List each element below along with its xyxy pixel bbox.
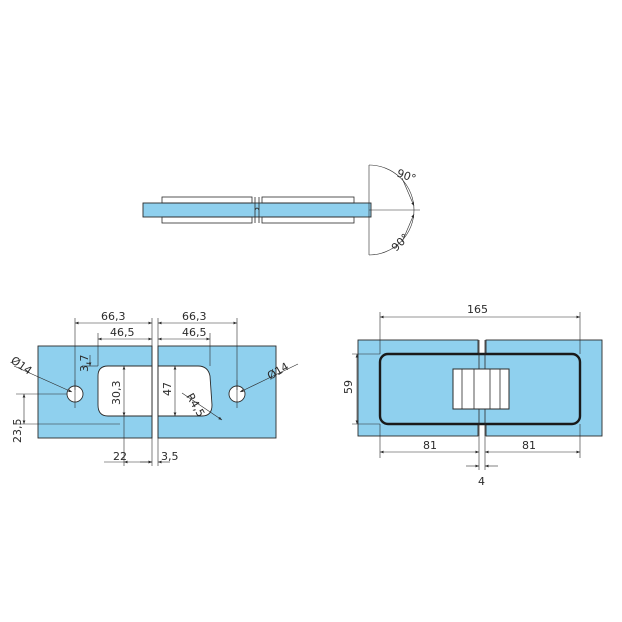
leader-radius [181, 392, 223, 421]
top-plate-left-lower [161, 216, 253, 224]
dim-overall-width: 165 [467, 303, 488, 316]
angle-upper-label: 90° [395, 167, 418, 186]
leader-hole-left [13, 365, 73, 393]
dim-offset-left: 46,5 [110, 326, 135, 339]
right-view: 165 59 81 81 4 [342, 303, 603, 488]
dim-hole-left: Ø14 [8, 354, 34, 378]
leader-hole-right [239, 363, 299, 393]
dim-width-left: 66,3 [101, 310, 126, 323]
dim-hole-height: 23,5 [11, 419, 24, 444]
dim-half-right: 81 [522, 439, 536, 452]
top-glass-panel [142, 202, 372, 218]
dim-bottom-offset: 22 [113, 450, 127, 463]
top-view: 90° 90° [142, 164, 420, 256]
dim-gap: 3,5 [161, 450, 179, 463]
angle-lower-label: 90° [389, 231, 412, 254]
dim-half-left: 81 [423, 439, 437, 452]
dim-offset-right: 46,5 [182, 326, 207, 339]
angle-arrow-upper [401, 177, 415, 207]
dim-height: 59 [342, 380, 355, 394]
hinge-knuckle [452, 368, 510, 410]
angle-arrow-lower [401, 213, 415, 243]
left-view: 66,3 66,3 46,5 46,5 Ø14 Ø14 3,7 30,3 47 … [8, 310, 299, 466]
top-plate-right-lower [261, 216, 355, 224]
dim-small-offset: 3,7 [78, 355, 91, 373]
right-cutout [157, 365, 213, 417]
top-plate-right-upper [261, 196, 355, 204]
dim-plate-height: 47 [161, 382, 174, 396]
dim-gap-right-view: 4 [478, 475, 485, 488]
top-hinge-pin [254, 197, 260, 223]
dim-cutout-height: 30,3 [110, 381, 123, 406]
dim-width-right: 66,3 [182, 310, 207, 323]
top-plate-left-upper [161, 196, 253, 204]
left-cutout [97, 365, 153, 417]
